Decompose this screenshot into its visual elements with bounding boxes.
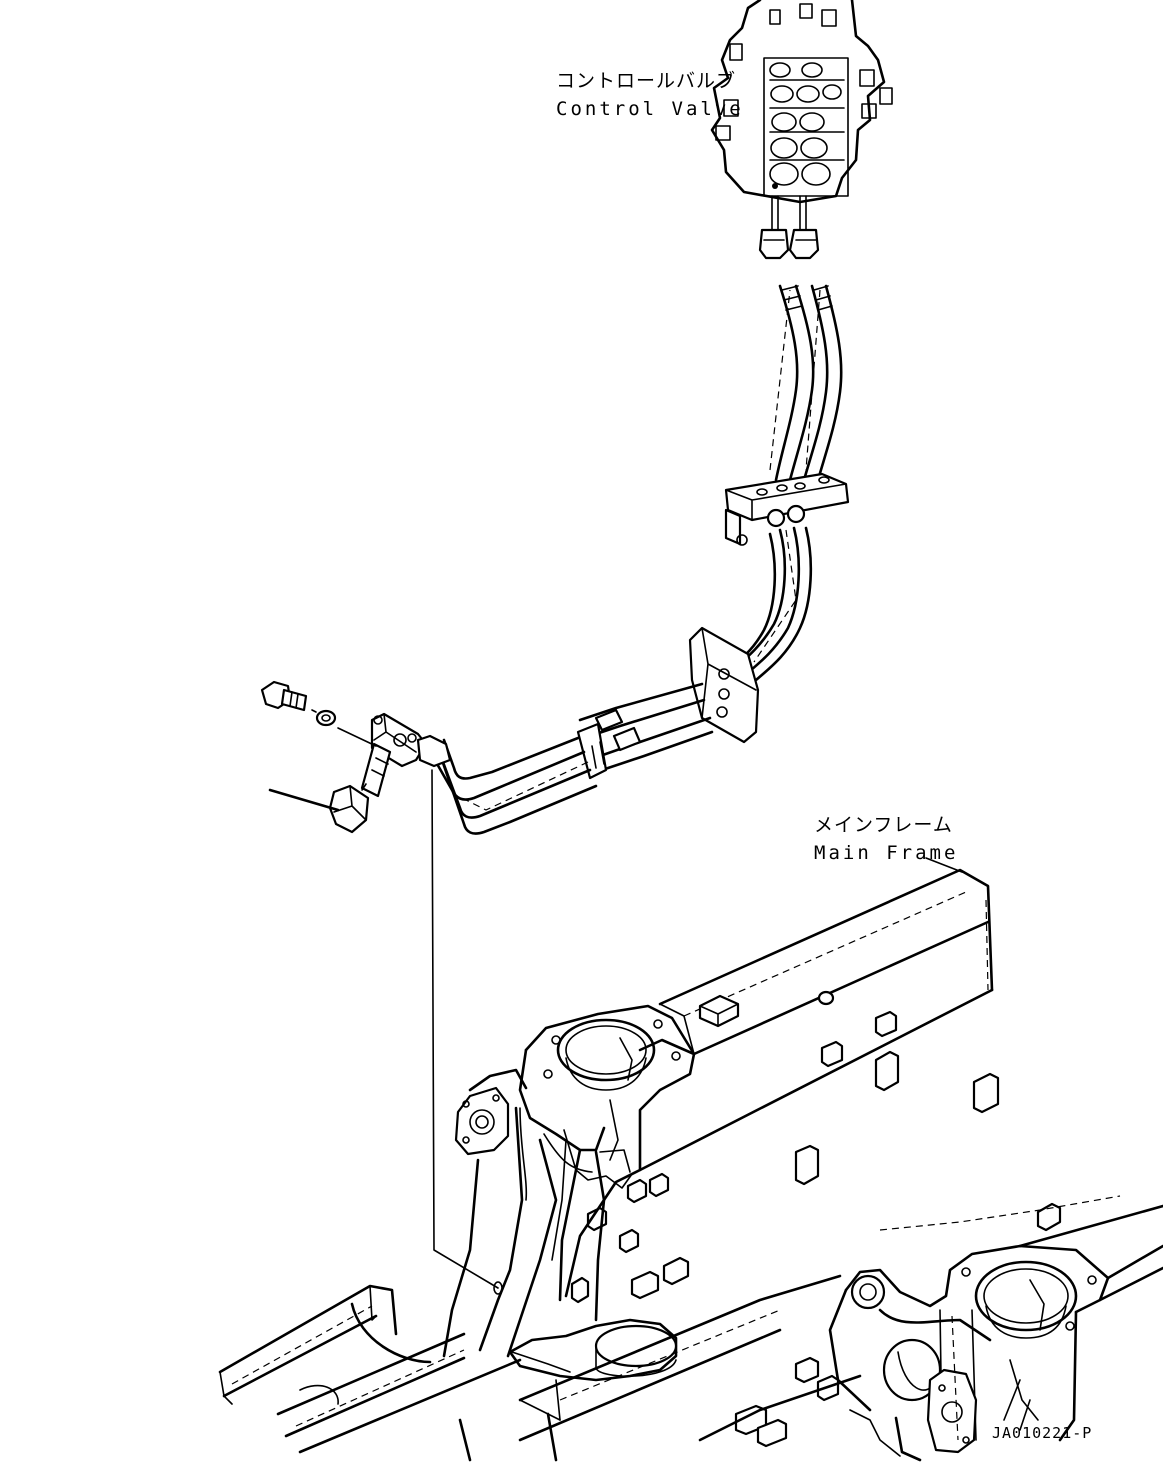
pipe-run-lower bbox=[428, 684, 712, 834]
main-frame bbox=[220, 870, 1163, 1460]
control-valve-label-en: Control Valve bbox=[556, 98, 744, 120]
control-valve bbox=[712, 0, 892, 258]
sensor-block bbox=[362, 714, 450, 796]
drawing-code: JA010221-P bbox=[992, 1424, 1093, 1442]
pressure-sensor bbox=[270, 784, 368, 832]
leader-line bbox=[432, 770, 498, 1288]
main-frame-label-en: Main Frame bbox=[814, 842, 959, 864]
hoses bbox=[770, 286, 841, 480]
bolt-washer bbox=[262, 682, 376, 746]
hose-clamp-lower bbox=[690, 628, 758, 742]
main-frame-label-jp: メインフレーム bbox=[814, 814, 953, 836]
hose-clamp-upper bbox=[726, 474, 848, 545]
main-frame-leader bbox=[926, 858, 962, 872]
control-valve-label-jp: コントロールバルブ bbox=[556, 70, 737, 92]
